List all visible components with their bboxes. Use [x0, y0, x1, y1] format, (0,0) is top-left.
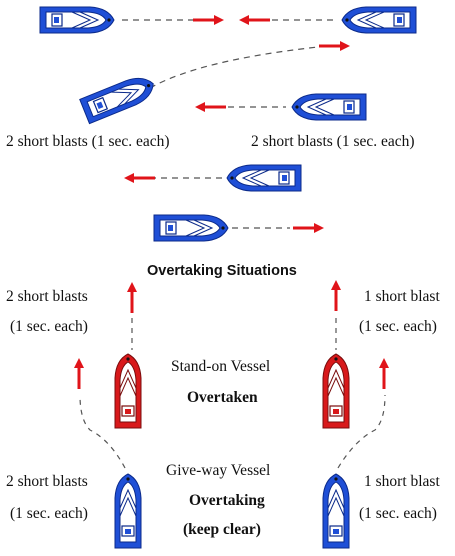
right-upper-signal-line2: (1 sec. each): [359, 318, 437, 335]
arrow-icon: [125, 280, 139, 315]
right-lower-signal-line2: (1 sec. each): [359, 505, 437, 522]
arrow-icon: [72, 356, 86, 391]
boat-icon: [79, 71, 159, 125]
arrow-icon: [377, 356, 391, 391]
right-upper-signal-line1: 1 short blast: [364, 288, 440, 305]
dashed-course-line: [79, 394, 126, 469]
left-lower-signal-line2: (1 sec. each): [10, 505, 88, 522]
arrow-icon: [237, 13, 272, 27]
boat-icon: [291, 93, 367, 121]
crossing-right-label: 2 short blasts (1 sec. each): [251, 133, 415, 150]
stand-on-label: Stand-on Vessel: [171, 358, 271, 375]
boat-icon: [114, 473, 142, 549]
left-upper-signal-line2: (1 sec. each): [10, 318, 88, 335]
boat-icon: [39, 6, 115, 34]
give-way-label: Give-way Vessel: [166, 462, 271, 479]
boat-icon: [341, 6, 417, 34]
boat-icon: [114, 353, 142, 429]
dashed-course-line: [337, 394, 386, 469]
boat-icon: [322, 353, 350, 429]
overtaken-label: Overtaken: [187, 389, 258, 406]
boat-icon: [322, 473, 350, 549]
arrow-icon: [329, 278, 343, 313]
section-title: Overtaking Situations: [147, 263, 297, 279]
arrow-icon: [291, 221, 326, 235]
arrow-icon: [191, 13, 226, 27]
boat-icon: [226, 164, 302, 192]
left-upper-signal-line1: 2 short blasts: [6, 288, 88, 305]
boat-icon: [153, 214, 229, 242]
left-lower-signal-line1: 2 short blasts: [6, 473, 88, 490]
right-lower-signal-line1: 1 short blast: [364, 473, 440, 490]
arrow-icon: [193, 100, 228, 114]
dashed-course-line: [149, 46, 319, 89]
crossing-left-label: 2 short blasts (1 sec. each): [6, 133, 170, 150]
keep-clear-label: (keep clear): [183, 521, 261, 538]
arrow-icon: [122, 171, 157, 185]
arrow-icon: [317, 39, 352, 53]
overtaking-label: Overtaking: [189, 492, 265, 509]
